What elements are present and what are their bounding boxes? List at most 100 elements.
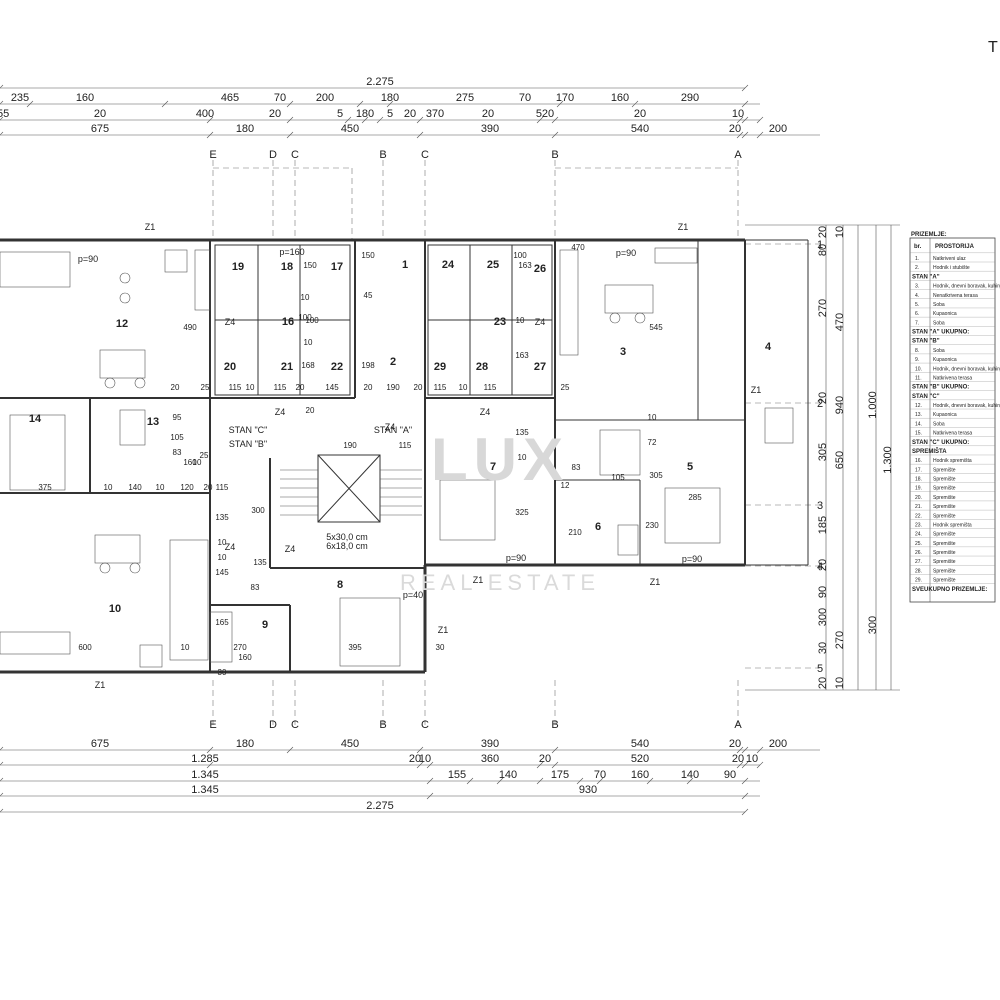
dimension-tick	[536, 116, 544, 124]
inner-dimension-label: 10	[193, 458, 202, 467]
annotation-tag: 5x30,0 cm	[326, 532, 368, 542]
room-number: 20	[224, 361, 236, 373]
table-cell: Soba	[933, 320, 945, 326]
annotation-tag: p=90	[616, 248, 636, 258]
dimension-label: 470	[834, 313, 846, 331]
dimension-label: 175	[551, 769, 569, 781]
inner-dimension-label: 160	[183, 458, 197, 467]
dimension-tick	[206, 131, 214, 139]
annotation-tag: Z4	[225, 542, 236, 552]
axis-label-bottom: B	[551, 719, 558, 731]
table-cell: STAN "B" UKUPNO:	[912, 385, 969, 391]
table-cell: Soba	[933, 421, 945, 427]
dimension-label: 20	[269, 108, 281, 120]
annotation-tag: p=90	[506, 553, 526, 563]
chair	[129, 562, 141, 574]
inner-dimension-label: 210	[568, 528, 582, 537]
dimension-label: 20	[817, 677, 829, 689]
inner-dimension-label: 190	[386, 383, 400, 392]
inner-dimension-label: 600	[78, 643, 92, 652]
inner-dimension-label: 163	[518, 261, 532, 270]
table-header: PROSTORIJA	[935, 244, 975, 250]
dimension-label: 185	[817, 516, 829, 534]
dimension-tick	[286, 116, 294, 124]
room-number: 14	[29, 413, 42, 425]
inner-dimension-label: 150	[303, 261, 317, 270]
kitchen-counter-3	[559, 249, 579, 356]
dimension-label: 650	[834, 451, 846, 469]
inner-dimension-label: 115	[399, 441, 412, 450]
sheet-title-fragment: T	[988, 39, 998, 56]
dimension-label: 200	[769, 738, 787, 750]
dimension-tick	[344, 116, 352, 124]
level-mark: 2	[817, 398, 823, 410]
room-number: 12	[116, 318, 128, 330]
table-cell: Spremište	[933, 513, 956, 519]
terrace-table	[764, 407, 794, 444]
table-cell: Soba	[933, 348, 945, 354]
inner-dimension-label: 10	[246, 383, 255, 392]
dimension-label: 20	[482, 108, 494, 120]
inner-dimension-label: 115	[274, 383, 287, 392]
dimension-label: 1.285	[191, 753, 219, 765]
dimension-label: 90	[817, 586, 829, 598]
table-cell: Natkrivena terasa	[933, 375, 972, 381]
dimension-tick	[0, 84, 4, 89]
dimension-tick	[741, 84, 749, 92]
annotation-tag: Z1	[95, 680, 106, 690]
inner-dimension-label: 10	[218, 553, 227, 562]
dimension-tick	[741, 100, 749, 108]
table-cell: 15.	[915, 431, 922, 437]
table-cell: 4.	[915, 293, 919, 299]
inner-dimension-label: 83	[173, 448, 182, 457]
dimension-tick	[756, 746, 764, 754]
axis-label-top: D	[269, 149, 277, 161]
dimension-tick	[0, 792, 4, 797]
dimension-label: 20	[729, 738, 741, 750]
dimension-label: 465	[221, 92, 239, 104]
table-cell: 8.	[915, 348, 919, 354]
inner-dimension-label: 270	[233, 643, 247, 652]
bath-6	[617, 524, 639, 556]
dimension-tick	[206, 761, 214, 769]
dimension-tick	[551, 116, 559, 124]
dimension-label: 270	[817, 299, 829, 317]
inner-dimension-label: 95	[173, 413, 182, 422]
table-cell: Spremište	[933, 550, 956, 556]
room-number: 26	[534, 263, 546, 275]
watermark-subtitle: REAL ESTATE	[400, 570, 600, 595]
inner-dimension-label: 395	[348, 643, 362, 652]
dimension-label: 1.345	[191, 784, 219, 796]
inner-dimension-label: 163	[515, 351, 529, 360]
dimension-labels: 2.27523516046570200180275701701602906552…	[0, 76, 894, 812]
inner-dimension-label: 490	[183, 323, 197, 332]
dimension-tick	[686, 777, 694, 785]
table-cell: 29.	[915, 578, 922, 584]
table-cell: 5.	[915, 302, 919, 308]
table-cell: 7.	[915, 320, 919, 326]
dimension-tick	[0, 116, 4, 121]
room-number: 29	[434, 361, 446, 373]
table-cell: Soba	[933, 302, 945, 308]
table-cell: Spremište	[933, 559, 956, 565]
annotation-tag: Z4	[225, 317, 236, 327]
dimension-tick	[286, 131, 294, 139]
annotation-tag: p=160	[279, 247, 304, 257]
dimension-label: 450	[341, 738, 359, 750]
table-cell: SPREMIŠTA	[912, 447, 947, 455]
annotation-tag: Z4	[480, 407, 491, 417]
axis-label-bottom: A	[734, 719, 742, 731]
inner-dimension-label: 30	[436, 643, 445, 652]
dimension-tick	[0, 808, 4, 813]
inner-dimension-label: 285	[688, 493, 702, 502]
dimension-tick	[536, 777, 544, 785]
room-number: 28	[476, 361, 488, 373]
inner-dimension-label: 83	[251, 583, 260, 592]
inner-dimension-label: 20	[306, 406, 315, 415]
dimension-tick	[736, 131, 744, 139]
dimension-tick	[596, 777, 604, 785]
dimension-label: 305	[817, 443, 829, 461]
inner-dimension-label: 20	[414, 383, 423, 392]
